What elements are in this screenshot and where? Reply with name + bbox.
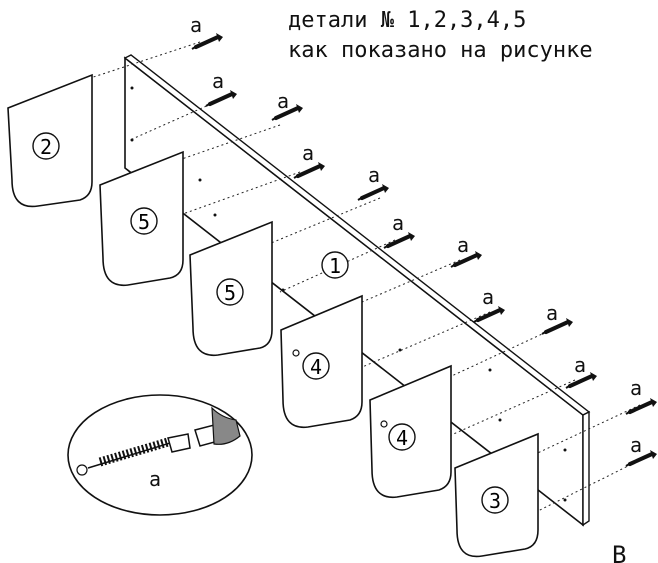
screw-label-6: a [392,211,404,235]
panel-5-first: 5 [99,150,184,287]
screw-label-7: a [457,233,469,257]
panel-3-number: 3 [489,489,501,513]
screw-label-11: a [630,376,642,400]
panel-1-number: 1 [329,254,341,278]
screw-label-1: a [190,13,202,37]
screw-label-12: a [630,433,642,457]
caption-line-1: детали № 1,2,3,4,5 [288,8,527,33]
screw-label-9: a [546,301,558,325]
screw-detail-callout: a [67,394,253,516]
screw-label-3: a [277,89,289,113]
panel-5-first-number: 5 [138,210,150,234]
screw-label-10: a [574,353,586,377]
panel-2: 2 [7,73,93,208]
panel-4-second: 4 [369,364,452,499]
panel-4-first: 4 [280,294,363,429]
panel-2-number: 2 [40,135,52,159]
panel-4-first-number: 4 [310,355,322,379]
panel-3: 3 [454,432,539,558]
screw-label-2: a [212,69,224,93]
panel-5-second-number: 5 [224,281,236,305]
detail-label: a [149,467,161,491]
panel-5-second: 5 [189,220,273,357]
panel-1-label: 1 [321,251,349,279]
panel-4-second-number: 4 [396,426,408,450]
screw-label-4: a [302,141,314,165]
corner-fragment: B [612,541,626,563]
screw-label-8: a [482,285,494,309]
screw-labels: a a a a a a a a a a a a [190,13,642,457]
screw-label-5: a [368,163,380,187]
caption-line-2: как показано на рисунке [288,38,593,63]
long-panel [123,54,591,527]
